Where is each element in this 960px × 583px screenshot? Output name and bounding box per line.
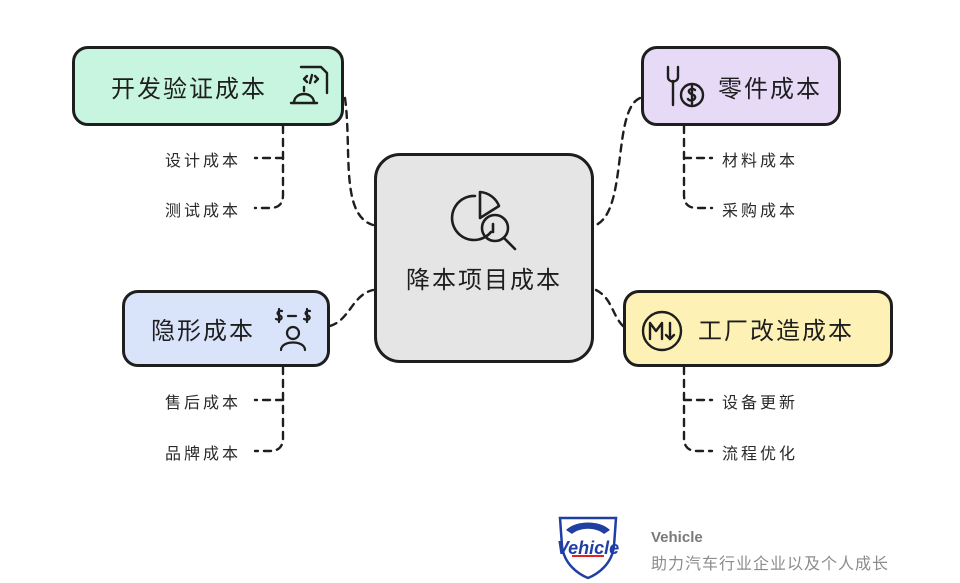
m-down-arrow-icon xyxy=(641,310,683,352)
leaf-procurement-cost: 采购成本 xyxy=(722,201,799,220)
branch-label: 隐形成本 xyxy=(151,317,255,345)
center-label: 降本项目成本 xyxy=(406,266,562,294)
vehicle-shield-logo: Vehicle xyxy=(557,516,619,580)
brand-name: Vehicle xyxy=(651,529,703,546)
center-node: 降本项目成本 xyxy=(374,153,594,363)
branch-label: 零件成本 xyxy=(718,74,822,103)
leaf-design-cost: 设计成本 xyxy=(165,151,242,170)
brand-block: Vehicle 助力汽车行业企业以及个人成长 xyxy=(651,529,889,574)
person-dollar-icon xyxy=(274,307,312,352)
brand-slogan: 助力汽车行业企业以及个人成长 xyxy=(651,554,890,573)
pie-chart-search-icon xyxy=(450,190,517,251)
branch-label: 工厂改造成本 xyxy=(698,317,854,345)
leaf-test-cost: 测试成本 xyxy=(165,201,242,220)
branch-parts: 零件成本 xyxy=(641,46,841,126)
code-document-hardhat-icon xyxy=(289,65,329,105)
branch-factory-renovation: 工厂改造成本 xyxy=(623,290,893,367)
branch-dev-validation: 开发验证成本 xyxy=(72,46,344,126)
leaf-brand-cost: 品牌成本 xyxy=(165,444,242,463)
leaf-equipment-update: 设备更新 xyxy=(722,393,799,412)
leaf-material-cost: 材料成本 xyxy=(722,151,799,170)
leaf-aftersales-cost: 售后成本 xyxy=(165,393,242,412)
branch-label: 开发验证成本 xyxy=(111,74,267,103)
wrench-dollar-icon xyxy=(666,65,705,108)
logo-text: Vehicle xyxy=(557,538,619,558)
branch-hidden-costs: 隐形成本 xyxy=(122,290,330,367)
leaf-process-optimization: 流程优化 xyxy=(722,444,799,463)
